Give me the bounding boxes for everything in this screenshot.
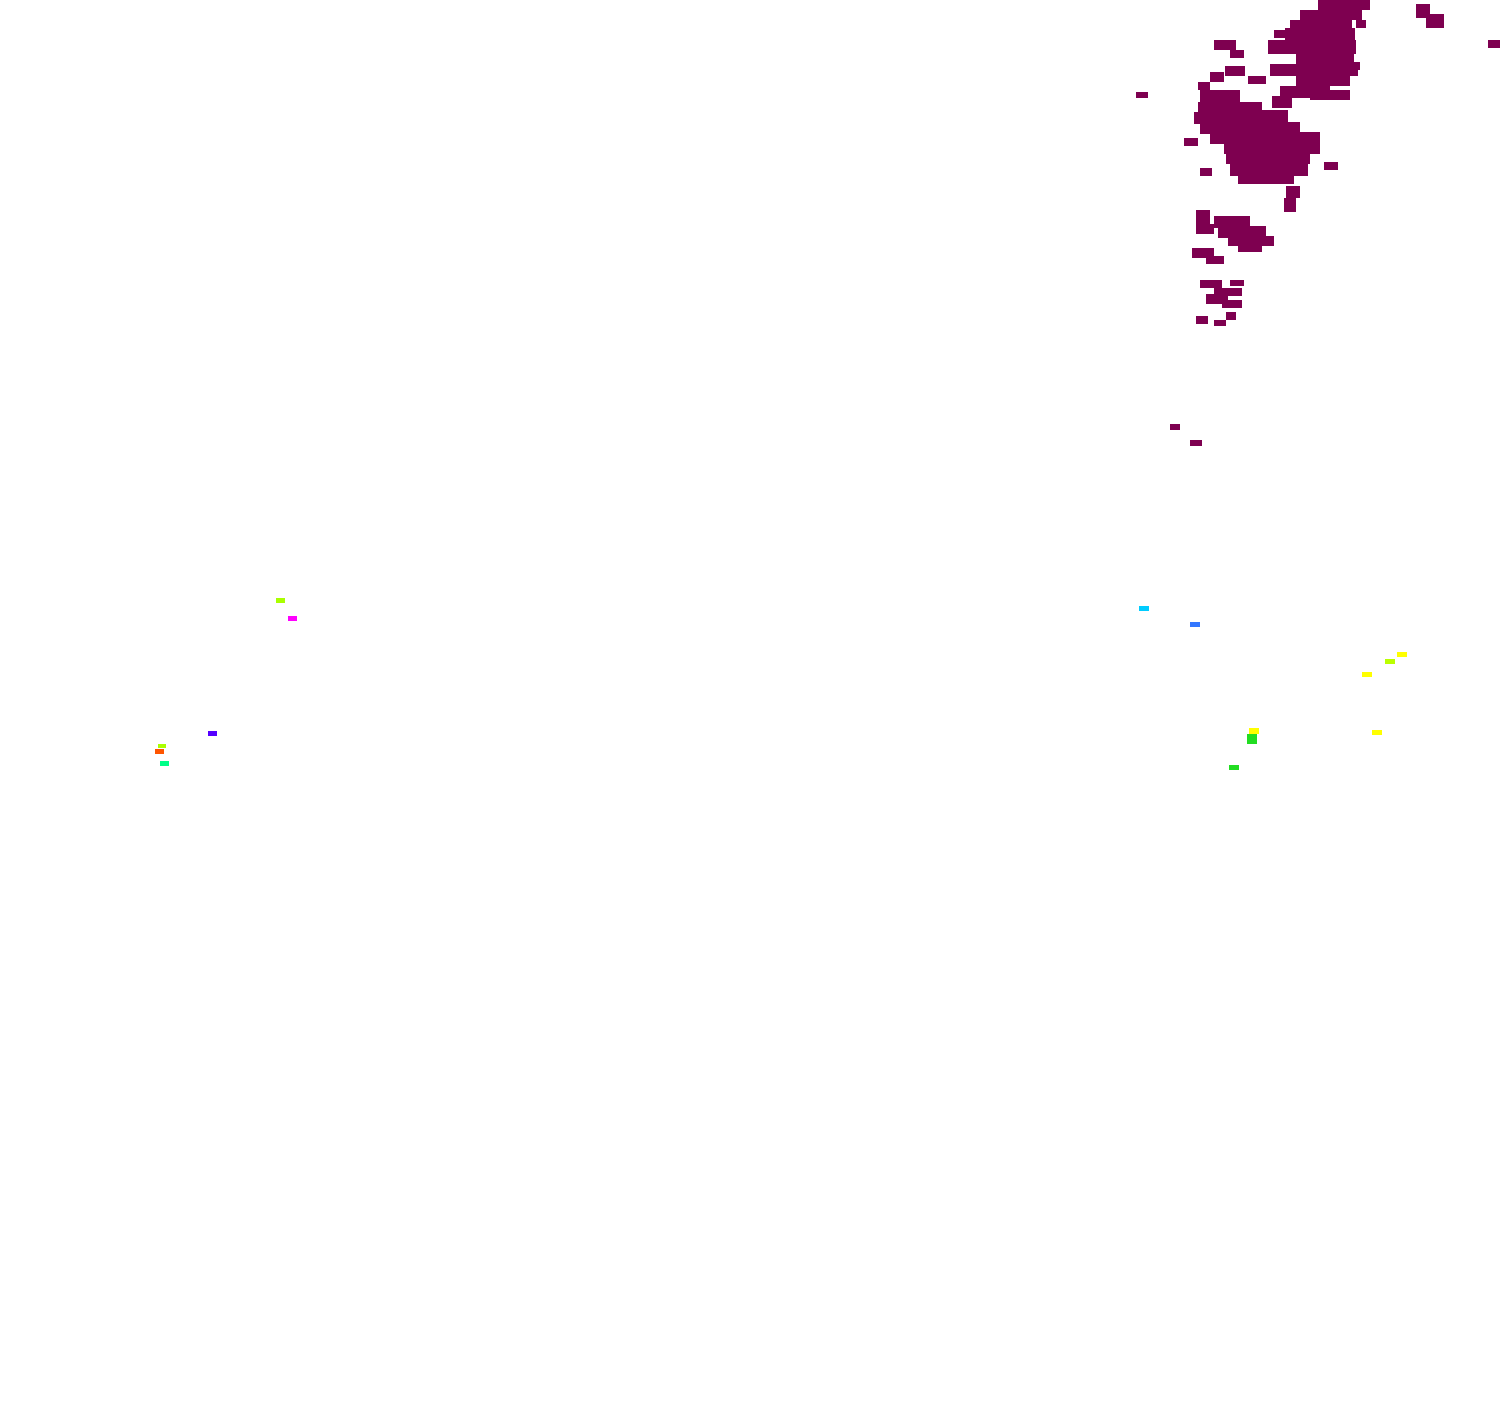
cluster-cell <box>1214 288 1242 296</box>
cluster-cell <box>1198 82 1210 90</box>
data-point <box>276 598 285 603</box>
cluster-cell <box>1318 0 1370 10</box>
data-point <box>1362 672 1372 677</box>
data-point <box>1139 606 1149 611</box>
cluster-cell <box>1200 168 1212 176</box>
cluster-cell <box>1296 76 1350 86</box>
cluster-cell <box>1198 102 1262 114</box>
cluster-cell <box>1170 424 1180 430</box>
cluster-cell <box>1228 236 1274 246</box>
data-point <box>1247 734 1257 744</box>
cluster-cell <box>1274 30 1288 38</box>
cluster-cell <box>1426 14 1444 28</box>
cluster-cell <box>1214 216 1250 228</box>
cluster-cell <box>1226 152 1310 164</box>
cluster-cell <box>1206 294 1228 304</box>
cluster-cell <box>1225 66 1245 76</box>
cluster-cell <box>1238 174 1294 184</box>
cluster-cell <box>1226 312 1236 320</box>
cluster-cell <box>1210 72 1224 82</box>
cluster-cell <box>1136 92 1148 98</box>
cluster-cell <box>1300 10 1362 20</box>
cluster-cell <box>1258 110 1288 128</box>
cluster-cell <box>1230 280 1244 286</box>
cluster-cell <box>1324 162 1338 170</box>
cluster-cell <box>1200 280 1222 288</box>
scattered-points-layer <box>155 598 1407 770</box>
cluster-cell <box>1356 20 1366 28</box>
cluster-cell <box>1214 320 1226 326</box>
cluster-cell <box>1230 50 1244 58</box>
data-point <box>1190 622 1200 627</box>
cluster-cell <box>1192 248 1214 258</box>
cluster-cell <box>1310 90 1350 100</box>
cluster-cell <box>1218 226 1266 238</box>
cluster-cell <box>1222 300 1242 308</box>
cluster-cell <box>1290 20 1352 30</box>
data-point <box>288 616 297 621</box>
data-point <box>1385 659 1395 664</box>
cluster-cell <box>1248 76 1266 84</box>
cluster-cell <box>1214 40 1236 50</box>
cluster-cell <box>1210 132 1320 144</box>
cluster-cell <box>1196 316 1208 324</box>
cluster-cell <box>1196 210 1210 224</box>
data-point <box>1229 765 1239 770</box>
data-point <box>1372 730 1382 735</box>
cluster-cell <box>1230 162 1308 176</box>
data-point <box>1249 728 1259 734</box>
cluster-cell <box>1270 64 1358 76</box>
cluster-cell <box>1238 244 1262 252</box>
cluster-cell <box>1206 256 1224 264</box>
cluster-cell <box>1285 28 1355 40</box>
data-point <box>155 749 164 754</box>
cluster-cell <box>1196 224 1214 234</box>
cluster-cell <box>1206 96 1228 104</box>
data-point <box>208 731 217 736</box>
cluster-cell <box>1272 96 1292 108</box>
dense-cluster-layer <box>1136 0 1500 446</box>
cluster-cell <box>1224 142 1320 154</box>
cluster-cell <box>1268 40 1356 54</box>
cluster-cell <box>1284 198 1296 212</box>
cluster-cell <box>1286 186 1300 198</box>
data-point <box>158 744 166 748</box>
cluster-cell <box>1190 440 1202 446</box>
cluster-cell <box>1184 138 1198 146</box>
data-point <box>1397 652 1407 657</box>
cluster-cell <box>1488 40 1500 48</box>
cluster-cell <box>1340 62 1360 70</box>
data-point <box>160 761 169 766</box>
